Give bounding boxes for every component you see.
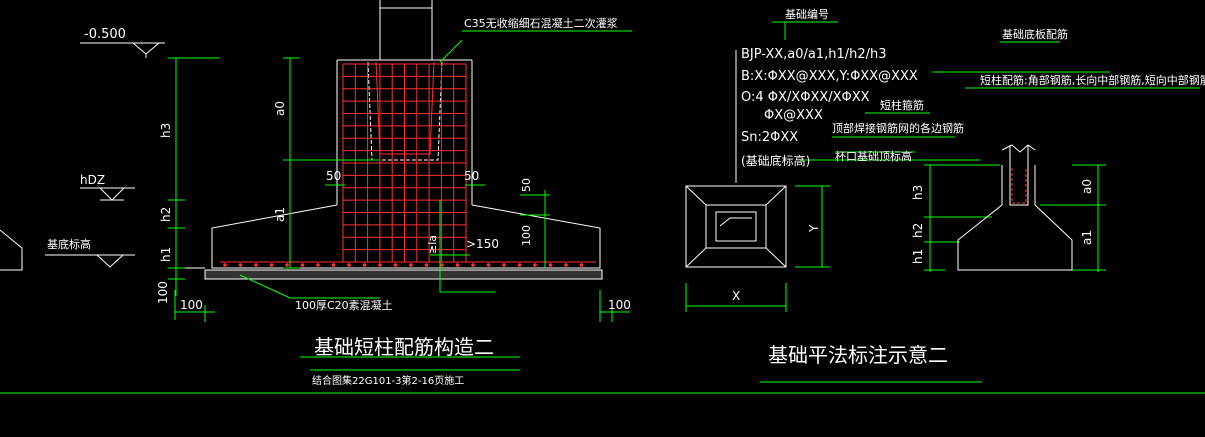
bedding-note: 100厚C20素混凝土 <box>295 298 393 312</box>
rebar-dot <box>362 263 367 267</box>
rebar-dot <box>471 263 475 267</box>
spec-line-4: ΦX@XXX <box>764 108 823 123</box>
spec-line-6: (基础底标高) <box>741 153 810 168</box>
rebar-dot <box>517 263 522 267</box>
concrete-note: C35无收缩细石混凝土二次灌浆 <box>464 16 618 30</box>
rebar-dot <box>378 263 382 267</box>
rebar-dot <box>347 263 351 267</box>
dim-h3: h3 <box>159 123 173 138</box>
code-label: 基础编号 <box>785 7 829 21</box>
sec-a0: a0 <box>1080 179 1094 194</box>
rebar-dot <box>502 263 506 267</box>
spec-line-3: O:4 ΦX/XΦXX/XΦXX <box>741 90 870 105</box>
dim-100-vert: 100 <box>520 225 533 246</box>
dimension-lines-left <box>0 30 1205 394</box>
dim-50-left: 50 <box>326 169 341 183</box>
right-leader-lines <box>685 21 1200 383</box>
section-view <box>957 144 1073 271</box>
bottom-rebar <box>220 261 596 267</box>
dim-a1: a1 <box>273 207 287 222</box>
rebar-dot <box>331 263 336 267</box>
left-foundation-outline <box>0 0 603 280</box>
dim-h2: h2 <box>159 207 173 222</box>
spec-line-1: BJP-XX,a0/a1,h1/h2/h3 <box>741 47 887 62</box>
rebar-dot <box>285 263 289 267</box>
sec-h3: h3 <box>911 185 925 200</box>
rebar-dot <box>424 263 429 267</box>
dim-a0: a0 <box>273 101 287 116</box>
spec-line-5: Sn:2ΦXX <box>741 130 798 145</box>
rebar-dot <box>393 263 398 267</box>
rebar-dot <box>254 263 258 267</box>
rebar-dot <box>579 263 584 267</box>
plan-view <box>685 185 787 268</box>
sec-h2: h2 <box>911 223 925 238</box>
note-bottom-rebar: 基础底板配筋 <box>1002 27 1068 41</box>
rebar-dot <box>440 263 444 267</box>
rebar-dot <box>564 263 568 267</box>
dim-100-bottom-left: 100 <box>156 281 170 304</box>
sec-a1: a1 <box>1080 230 1094 245</box>
dim-h1: h1 <box>159 247 173 262</box>
rebar-dot <box>486 263 491 267</box>
dim-50-small: 50 <box>520 178 533 192</box>
rebar-grid <box>342 63 467 263</box>
elevation-markers <box>45 42 165 268</box>
note-stirrup: 短柱箍筋 <box>880 98 924 112</box>
rebar-dot <box>300 263 305 267</box>
rebar-dot <box>238 263 243 267</box>
rebar-dot <box>533 263 537 267</box>
rebar-dot <box>409 263 413 267</box>
dim-100-bottom-right: 100 <box>608 298 631 312</box>
sec-h1: h1 <box>911 249 925 264</box>
elev-base-label: 基底标高 <box>47 237 91 251</box>
rebar-dot <box>455 263 460 267</box>
dim-la: ≥la <box>426 235 439 254</box>
note-column-rebar: 短柱配筋:角部钢筋,长向中部钢筋,短向中部钢筋 <box>980 73 1205 87</box>
plan-y-label: Y <box>807 224 821 233</box>
rebar-dot <box>548 263 553 267</box>
spec-line-2: B:X:ΦXX@XXX,Y:ΦXX@XXX <box>741 69 918 84</box>
left-detail-title: 基础短柱配筋构造二 <box>314 335 494 359</box>
plan-x-label: X <box>732 289 740 303</box>
right-detail-title: 基础平法标注示意二 <box>768 343 948 367</box>
elev-top-label: -0.500 <box>84 27 126 42</box>
elev-hdz-label: hDZ <box>80 173 105 187</box>
rebar-dot <box>316 263 320 267</box>
rebar-dot <box>223 263 227 267</box>
note-cup-top: 杯口基础顶标高 <box>835 149 912 163</box>
note-top-mesh: 顶部焊接钢筋网的各边钢筋 <box>832 121 964 135</box>
rebar-dot <box>269 263 274 267</box>
dim-50-right: 50 <box>464 169 479 183</box>
dim-100-bottom-mid: 100 <box>180 298 203 312</box>
left-detail-subtitle: 结合图集22G101-3第2-16页施工 <box>312 374 464 387</box>
dim-150: >150 <box>466 237 499 251</box>
